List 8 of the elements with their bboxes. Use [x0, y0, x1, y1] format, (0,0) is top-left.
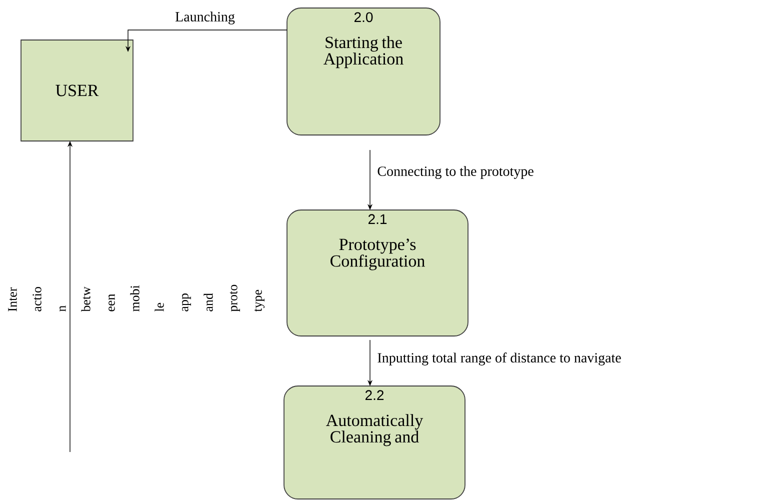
- process-box: 2.1 Prototype’s Configuration: [286, 210, 468, 336]
- edge-label: Launching: [175, 12, 235, 24]
- edge-label: Inter actio n betw een mobi le app and proto type: [8, 284, 265, 312]
- entity-box: USER: [20, 40, 134, 142]
- process-box: 2.0 Starting the Application: [286, 8, 440, 136]
- process-box: 2.2 Automatically Cleaning and: [284, 386, 466, 500]
- edge-label: Connecting to the prototype: [378, 166, 534, 179]
- edge-label: Inputting total range of distance to navigate: [378, 352, 621, 366]
